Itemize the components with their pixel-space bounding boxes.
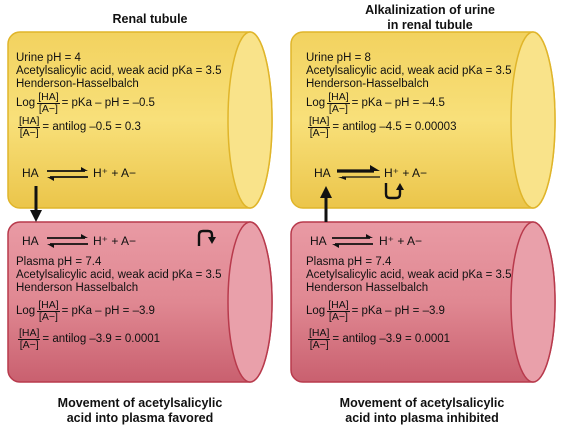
reaction-right-bottom-ha: HA xyxy=(310,234,327,248)
fraction-numerator: [HA] xyxy=(18,326,41,340)
log-rhs: = pKa – pH = –3.9 xyxy=(61,304,155,317)
panel-left-bottom: Plasma pH = 7.4 Acetylsalicylic acid, we… xyxy=(16,256,222,351)
fraction-numerator: [HA] xyxy=(18,114,41,128)
drug-info: Acetylsalicylic acid, weak acid pKa = 3.… xyxy=(306,269,512,281)
curved-arrow-left-bottom xyxy=(197,229,216,246)
equation-name: Henderson-Hasselbalch xyxy=(306,78,429,90)
equilibrium-arrows-right-bottom xyxy=(332,234,373,248)
caption-inhibited-line1: Movement of acetylsalicylic xyxy=(339,396,505,410)
reaction-left-top-ions: H⁺ + A− xyxy=(93,166,137,180)
reaction-left-bottom-ions: H⁺ + A− xyxy=(93,234,137,248)
ratio-fraction: [HA][A−] xyxy=(18,114,41,139)
down-arrow-left xyxy=(30,186,42,222)
antilog-equation: [HA][A−] = antilog –0.5 = 0.3 xyxy=(16,115,222,139)
log-rhs: = pKa – pH = –4.5 xyxy=(351,96,445,109)
urine-ph: Urine pH = 4 xyxy=(16,52,81,64)
fraction-denominator: [A−] xyxy=(328,310,348,323)
caption-plasma-inhibited: Movement of acetylsalicylic acid into pl… xyxy=(312,396,532,426)
log-label: Log xyxy=(16,96,36,109)
fraction-numerator: [HA] xyxy=(327,298,350,312)
ratio-fraction: [HA][A−] xyxy=(18,326,41,351)
ratio-fraction: [HA][A−] xyxy=(327,90,350,115)
log-equation: Log [HA][A−] = pKa – pH = –3.9 xyxy=(306,299,512,323)
plasma-ph: Plasma pH = 7.4 xyxy=(16,256,102,268)
antilog-equation: [HA][A−] = antilog –4.5 = 0.00003 xyxy=(306,115,512,139)
fraction-denominator: [A−] xyxy=(38,310,58,323)
title-alkalinization-line1: Alkalinization of urine xyxy=(365,3,495,17)
fraction-denominator: [A−] xyxy=(328,102,348,115)
panel-right-top: Urine pH = 8 Acetylsalicylic acid, weak … xyxy=(306,52,512,139)
drug-info: Acetylsalicylic acid, weak acid pKa = 3.… xyxy=(16,65,222,77)
log-label: Log xyxy=(306,304,326,317)
equation-name: Henderson Hasselbalch xyxy=(16,282,139,294)
equation-name: Henderson-Hasselbalch xyxy=(16,78,139,90)
curved-arrow-right-top xyxy=(384,183,404,200)
reaction-right-top-ions: H⁺ + A− xyxy=(384,166,428,180)
title-alkalinization: Alkalinization of urine in renal tubule xyxy=(330,3,530,33)
fraction-numerator: [HA] xyxy=(37,298,60,312)
reaction-left-top-ha: HA xyxy=(22,166,39,180)
renal-tubule-cylinder-left xyxy=(7,31,273,209)
antilog-rhs: = antilog –3.9 = 0.0001 xyxy=(42,332,161,345)
fraction-numerator: [HA] xyxy=(327,90,350,104)
plasma-ph: Plasma pH = 7.4 xyxy=(306,256,392,268)
ratio-fraction: [HA][A−] xyxy=(308,326,331,351)
antilog-rhs: = antilog –0.5 = 0.3 xyxy=(42,120,141,133)
fraction-numerator: [HA] xyxy=(308,326,331,340)
drug-info: Acetylsalicylic acid, weak acid pKa = 3.… xyxy=(306,65,512,77)
fraction-denominator: [A−] xyxy=(19,338,39,351)
ratio-fraction: [HA][A−] xyxy=(308,114,331,139)
urine-ph: Urine pH = 8 xyxy=(306,52,371,64)
log-equation: Log [HA][A−] = pKa – pH = –0.5 xyxy=(16,91,222,115)
log-label: Log xyxy=(16,304,36,317)
fraction-denominator: [A−] xyxy=(38,102,58,115)
reaction-left-bottom-ha: HA xyxy=(22,234,39,248)
caption-plasma-favored: Movement of acetylsalicylic acid into pl… xyxy=(30,396,250,426)
panel-right-bottom: Plasma pH = 7.4 Acetylsalicylic acid, we… xyxy=(306,256,512,351)
caption-favored-line1: Movement of acetylsalicylic xyxy=(57,396,223,410)
title-renal-tubule: Renal tubule xyxy=(112,12,188,26)
log-label: Log xyxy=(306,96,326,109)
antilog-rhs: = antilog –4.5 = 0.00003 xyxy=(332,120,457,133)
title-alkalinization-line2: in renal tubule xyxy=(387,18,473,32)
ratio-fraction: [HA][A−] xyxy=(37,298,60,323)
equilibrium-arrows-left-bottom xyxy=(47,234,88,248)
caption-favored-line2: acid into plasma favored xyxy=(66,411,214,425)
plasma-cylinder-right xyxy=(290,221,556,383)
fraction-denominator: [A−] xyxy=(19,126,39,139)
reaction-right-top-ha: HA xyxy=(314,166,331,180)
log-rhs: = pKa – pH = –3.9 xyxy=(351,304,445,317)
fraction-numerator: [HA] xyxy=(37,90,60,104)
antilog-equation: [HA][A−] = antilog –3.9 = 0.0001 xyxy=(306,327,512,351)
ratio-fraction: [HA][A−] xyxy=(37,90,60,115)
log-rhs: = pKa – pH = –0.5 xyxy=(61,96,155,109)
reaction-right-bottom-ions: H⁺ + A− xyxy=(379,234,423,248)
antilog-equation: [HA][A−] = antilog –3.9 = 0.0001 xyxy=(16,327,222,351)
equation-name: Henderson Hasselbalch xyxy=(306,282,429,294)
fraction-denominator: [A−] xyxy=(309,338,329,351)
plasma-cylinder-left xyxy=(7,221,273,383)
log-equation: Log [HA][A−] = pKa – pH = –3.9 xyxy=(16,299,222,323)
log-equation: Log [HA][A−] = pKa – pH = –4.5 xyxy=(306,91,512,115)
fraction-denominator: [A−] xyxy=(309,126,329,139)
panel-left-top: Urine pH = 4 Acetylsalicylic acid, weak … xyxy=(16,52,222,139)
ratio-fraction: [HA][A−] xyxy=(327,298,350,323)
antilog-rhs: = antilog –3.9 = 0.0001 xyxy=(332,332,451,345)
caption-inhibited-line2: acid into plasma inhibited xyxy=(345,411,499,425)
equilibrium-arrows-left-top xyxy=(47,167,88,181)
up-arrow-right xyxy=(320,186,332,222)
fraction-numerator: [HA] xyxy=(308,114,331,128)
drug-info: Acetylsalicylic acid, weak acid pKa = 3.… xyxy=(16,269,222,281)
equilibrium-arrows-right-top xyxy=(337,165,380,180)
renal-tubule-cylinder-right xyxy=(290,31,556,209)
